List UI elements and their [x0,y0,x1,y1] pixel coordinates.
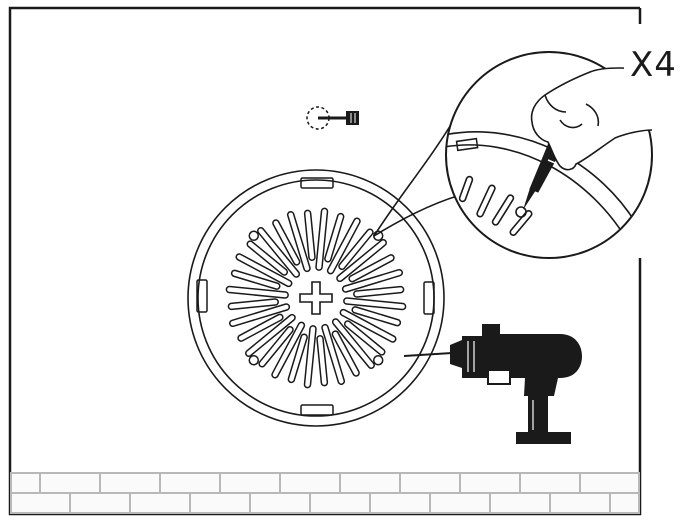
plate-tab-right [423,281,435,315]
hand-icon [530,67,653,171]
marked-hole [515,206,527,218]
plate-slot [324,212,345,263]
zoomed-slots [458,175,533,236]
plate-slot [353,285,405,298]
plate-slot [225,285,289,299]
screw-hole [372,354,384,366]
plate-slot [341,268,403,293]
plate-slot [286,211,311,273]
plate-tab-bottom [300,404,334,416]
drill-icon [403,324,582,444]
plate-slot [227,298,279,311]
plate-slot [303,325,317,389]
plate-slot [272,219,301,266]
callout-zoom [445,51,653,259]
plate-slot [303,209,316,261]
plate-slot [257,227,301,278]
callout-pointer [373,117,469,237]
plate-tab-left [196,279,208,313]
plate-slot [338,228,374,271]
plate-slot [229,303,291,328]
multiplier-label: X4 [630,45,677,85]
plate-slot [321,323,346,385]
plate-slot [235,253,293,288]
x4-badge-bg [624,38,690,86]
plate-slot [316,335,329,387]
plate-slot [245,313,296,357]
screw-hole [248,230,260,242]
plate-slot [343,320,386,356]
mounting-plate [187,169,445,427]
plate-slot [331,330,360,377]
brick-wall [10,472,640,514]
plate-slot [348,254,395,283]
plate-tab-top [300,177,334,189]
center-cross [299,281,333,315]
plate-slot [331,318,375,369]
plate-slot [351,306,402,327]
plate-slot [326,217,361,275]
screw-hole [248,354,260,366]
plate-slot [343,297,407,311]
plate-slot [339,308,397,343]
plate-slots [225,207,407,389]
plate-slot [271,321,306,379]
plate-slot [315,207,329,271]
plate-slot [246,240,289,276]
plate-slot [287,333,308,384]
plate-slot [230,269,281,290]
plate-slot [336,239,387,283]
screw-icon [306,106,359,130]
plate-slot [237,313,284,342]
plate-slot [258,325,294,368]
